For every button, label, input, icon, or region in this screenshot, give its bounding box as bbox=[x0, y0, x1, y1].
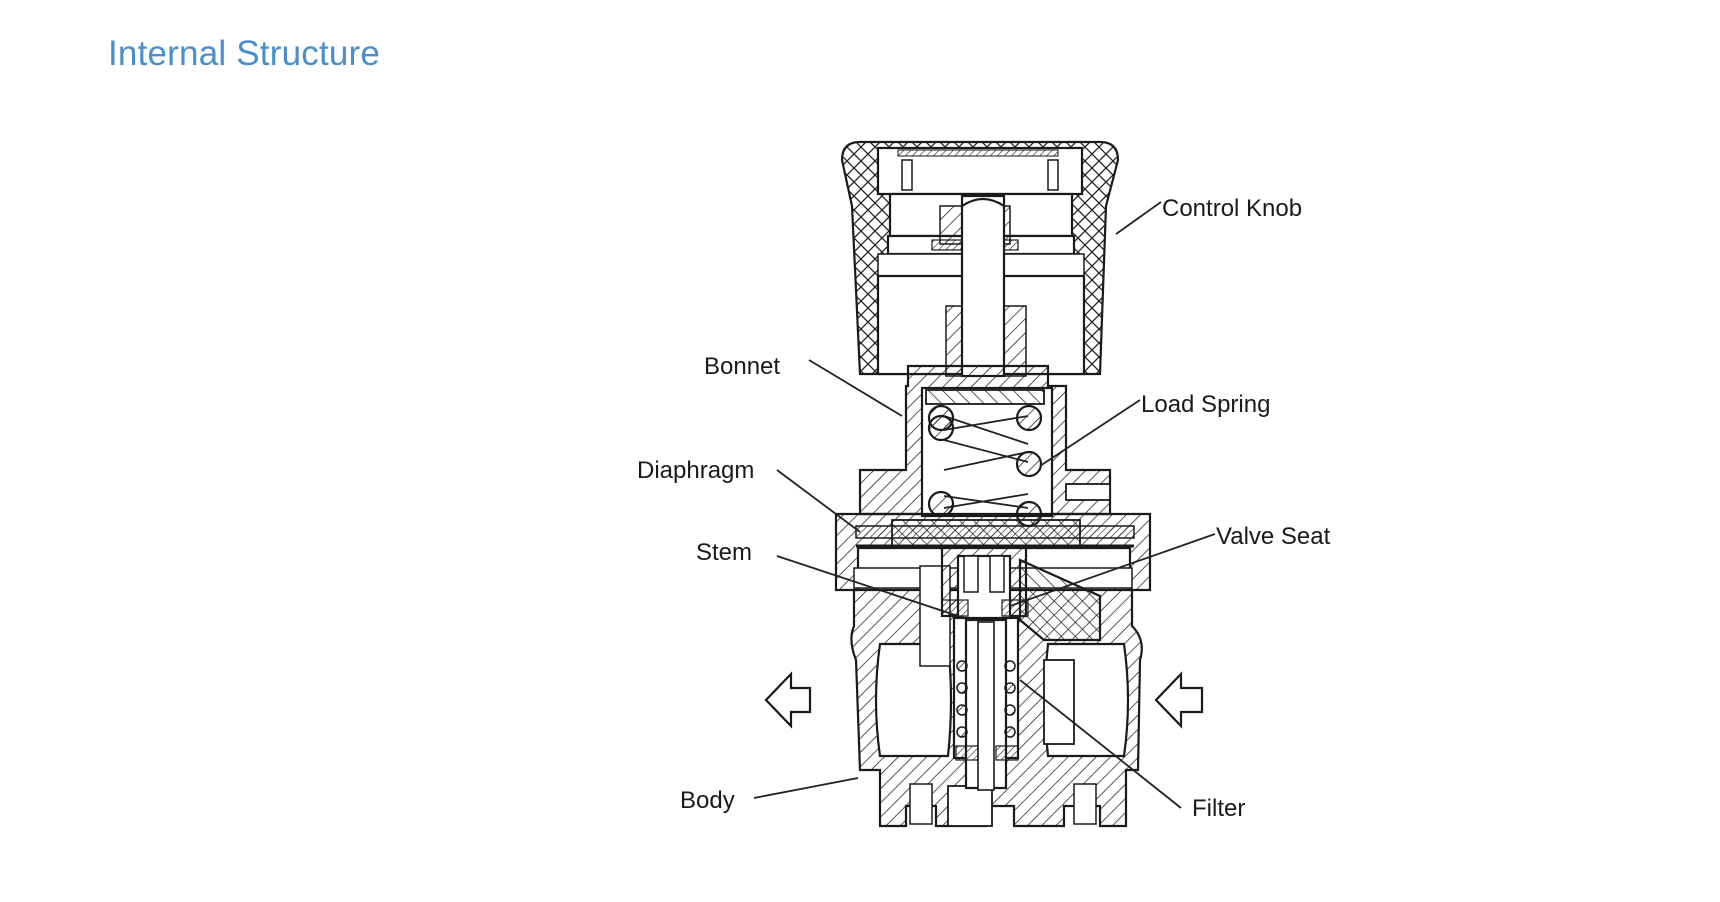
load-spring bbox=[927, 404, 1043, 528]
stem-valve-filter bbox=[940, 544, 1029, 791]
label-control-knob: Control Knob bbox=[1162, 195, 1302, 222]
outlet-arrow-icon bbox=[764, 671, 812, 729]
label-stem: Stem bbox=[696, 539, 752, 566]
leader-body bbox=[753, 777, 859, 799]
leader-bonnet bbox=[808, 359, 903, 417]
control-knob bbox=[840, 140, 1120, 378]
label-load-spring: Load Spring bbox=[1141, 391, 1270, 418]
label-valve-seat: Valve Seat bbox=[1216, 523, 1331, 550]
leader-control-knob bbox=[1115, 201, 1162, 235]
label-diaphragm: Diaphragm bbox=[637, 457, 754, 484]
bonnet bbox=[858, 364, 1112, 518]
leader-load-spring bbox=[1039, 399, 1141, 467]
leader-filter bbox=[1019, 679, 1182, 809]
label-filter: Filter bbox=[1192, 795, 1245, 822]
inlet-arrow-icon bbox=[1154, 671, 1204, 729]
leader-diaphragm bbox=[776, 469, 861, 533]
page-title: Internal Structure bbox=[108, 34, 381, 73]
label-bonnet: Bonnet bbox=[704, 353, 780, 380]
label-body: Body bbox=[680, 787, 735, 814]
leader-valve-seat bbox=[1009, 533, 1216, 607]
leader-stem bbox=[776, 555, 965, 619]
